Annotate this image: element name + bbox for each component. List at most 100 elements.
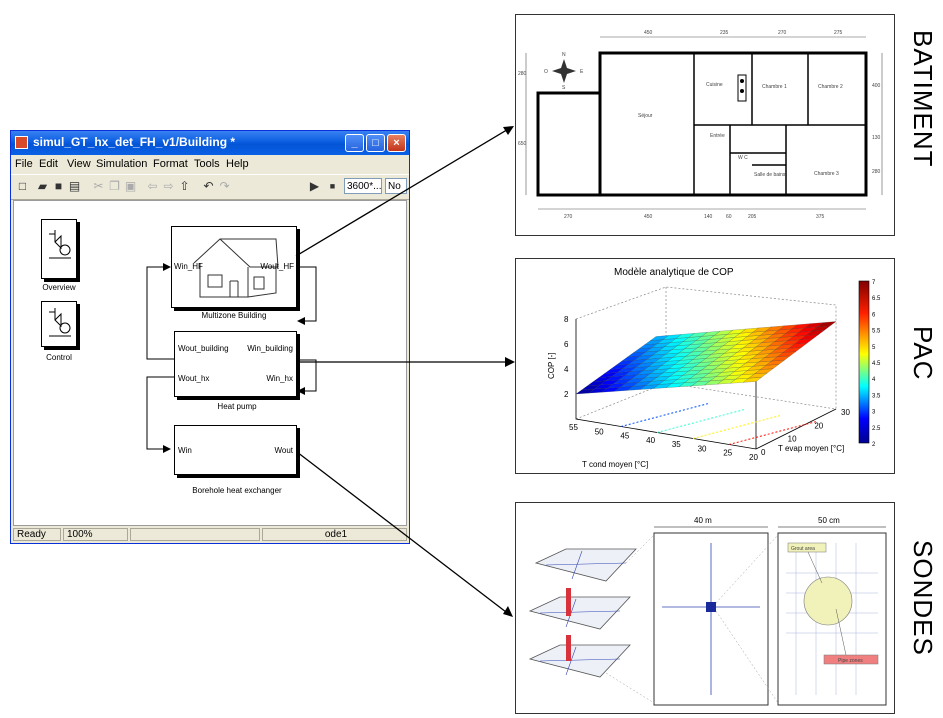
compass-e: E xyxy=(580,69,584,75)
status-state: Ready xyxy=(13,528,61,541)
contour-line xyxy=(620,403,708,427)
dim-right-3: 280 xyxy=(872,169,881,175)
borehole-hx-label: Borehole heat exchanger xyxy=(192,486,282,495)
new-file-icon[interactable]: □ xyxy=(18,179,27,193)
dim-bottom-3: 140 xyxy=(704,214,713,220)
back-arrow-icon[interactable]: ⇦ xyxy=(147,179,158,193)
building-out-port: Wout_HF xyxy=(260,262,294,271)
dim-50cm: 50 cm xyxy=(818,516,840,525)
dim-40m: 40 m xyxy=(694,516,712,525)
contour-line xyxy=(692,415,780,439)
contour-line xyxy=(728,421,816,445)
colorbar-tick-label: 2 xyxy=(872,442,876,448)
undo-icon[interactable]: ↶ xyxy=(203,179,214,193)
room-chambre1: Chambre 1 xyxy=(762,84,787,90)
menu-file[interactable]: File xyxy=(15,158,33,170)
colorbar-tick-label: 5 xyxy=(872,345,876,351)
colorbar xyxy=(858,280,870,444)
x-tick-label: 50 xyxy=(595,427,604,436)
z-tick-label: 4 xyxy=(564,365,569,374)
mode-select[interactable]: No xyxy=(385,178,407,194)
simulink-app-icon xyxy=(15,136,28,149)
room-entree: Entrée xyxy=(710,133,725,139)
room-chambre2: Chambre 2 xyxy=(818,84,843,90)
z-axis-label: COP [-] xyxy=(547,352,556,379)
room-chambre3: Chambre 3 xyxy=(814,171,839,177)
colorbar-tick-label: 6 xyxy=(872,312,876,318)
x-axis-label: T cond moyen [°C] xyxy=(582,460,648,469)
heat-pump-block[interactable]: Wout_building Win_building Wout_hx Win_h… xyxy=(174,331,297,397)
copy-icon[interactable]: ❐ xyxy=(109,179,120,193)
borehole-grid-figure: 40 m 50 cm Grout area Pipe zones xyxy=(528,516,887,706)
overview-label: Overview xyxy=(42,283,76,292)
room-cuisine: Cuisine xyxy=(706,82,723,88)
print-icon[interactable]: ▤ xyxy=(68,179,81,193)
borehole-hx-block[interactable]: Win Wout xyxy=(174,425,297,475)
x-tick-label: 30 xyxy=(698,444,707,453)
colorbar-tick-label: 2.5 xyxy=(872,426,881,432)
callout-lines xyxy=(807,551,847,656)
window-titlebar[interactable]: simul_GT_hx_det_FH_v1/Building * _ □ × xyxy=(11,131,409,155)
status-empty xyxy=(130,528,260,541)
compass-n: N xyxy=(562,52,566,58)
simulink-window: simul_GT_hx_det_FH_v1/Building * _ □ × F… xyxy=(10,130,410,544)
menu-tools[interactable]: Tools xyxy=(194,158,220,170)
room-sdb: Salle de bains xyxy=(754,172,786,178)
stop-icon[interactable]: ■ xyxy=(329,181,336,191)
sondes-panel: 40 m 50 cm Grout area Pipe zones xyxy=(515,502,895,714)
dim-bottom-5: 205 xyxy=(748,214,757,220)
up-arrow-icon[interactable]: ⇧ xyxy=(179,179,190,193)
layer-stack xyxy=(528,548,637,678)
borehole-segment-1 xyxy=(566,588,571,616)
overview-subsystem-block[interactable] xyxy=(41,219,77,279)
colorbar-tick-label: 6.5 xyxy=(872,296,881,302)
control-label: Control xyxy=(46,353,72,362)
menu-edit[interactable]: Edit xyxy=(39,158,58,170)
compass-icon xyxy=(552,59,576,83)
compass-o: O xyxy=(544,69,548,75)
open-folder-icon[interactable]: ▰ xyxy=(37,179,48,193)
menu-view[interactable]: View xyxy=(67,158,91,170)
dim-left-1: 280 xyxy=(518,71,527,77)
forward-arrow-icon[interactable]: ⇨ xyxy=(163,179,174,193)
colorbar-tick-label: 7 xyxy=(872,280,876,286)
y-axis-label: T evap moyen [°C] xyxy=(778,444,844,453)
cut-icon[interactable]: ✂ xyxy=(93,179,104,193)
heat-pump-label: Heat pump xyxy=(217,402,257,411)
multizone-building-block[interactable]: Win_HF Wout_HF xyxy=(171,226,297,308)
y-tick-label: 30 xyxy=(841,408,850,417)
save-icon[interactable]: ■ xyxy=(54,179,63,193)
model-canvas[interactable]: Overview Control Win_HF Wout_HF Multizon… xyxy=(13,200,407,526)
menu-format[interactable]: Format xyxy=(153,158,188,170)
x-tick-label: 40 xyxy=(646,436,655,445)
menu-simulation[interactable]: Simulation xyxy=(96,158,148,170)
run-icon[interactable]: ▶ xyxy=(309,179,320,193)
pipe-label-box xyxy=(823,654,879,665)
batiment-label: BATIMENT xyxy=(908,30,938,168)
stop-time-input[interactable]: 3600*... xyxy=(344,178,382,194)
control-subsystem-block[interactable] xyxy=(41,301,77,347)
hp-in-building-port: Win_building xyxy=(247,344,293,353)
close-button[interactable]: × xyxy=(387,134,406,152)
minimize-button[interactable]: _ xyxy=(345,134,364,152)
surface-patch xyxy=(817,321,837,327)
x-tick-label: 55 xyxy=(569,423,578,432)
paste-icon[interactable]: ▣ xyxy=(124,179,137,193)
building-in-port: Win_HF xyxy=(174,262,203,271)
colorbar-tick-label: 5.5 xyxy=(872,329,881,335)
dim-bottom-4: 60 xyxy=(726,214,732,220)
borehole-center-mark xyxy=(706,602,716,612)
multizone-building-label: Multizone Building xyxy=(201,311,267,320)
grout-label-box xyxy=(787,542,827,553)
hp-in-hx-port: Win_hx xyxy=(266,374,293,383)
z-tick-label: 2 xyxy=(564,390,569,399)
menu-help[interactable]: Help xyxy=(226,158,249,170)
x-tick-label: 20 xyxy=(749,453,758,462)
maximize-button[interactable]: □ xyxy=(366,134,385,152)
colorbar-tick-label: 3 xyxy=(872,410,876,416)
redo-icon[interactable]: ↷ xyxy=(219,179,230,193)
signal-lines xyxy=(146,263,317,453)
hp-out-hx-port: Wout_hx xyxy=(178,374,210,383)
